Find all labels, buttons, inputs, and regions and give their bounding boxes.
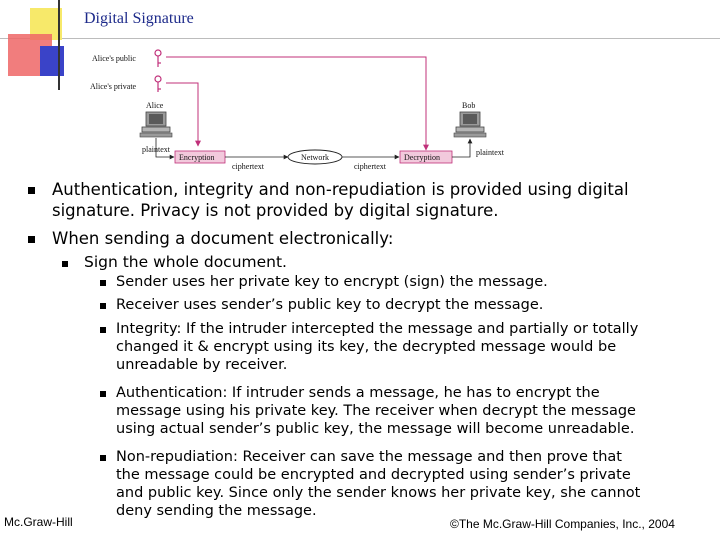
bullet-line: using actual sender’s public key, the me… bbox=[116, 421, 635, 437]
bullet-line: Authentication, integrity and non-repudi… bbox=[52, 180, 629, 199]
bullet-line: Receiver uses sender’s public key to dec… bbox=[116, 297, 544, 313]
public-key-icon bbox=[154, 49, 162, 67]
decorative-blue-square bbox=[40, 46, 64, 76]
bullet-line: deny sending the message. bbox=[116, 503, 317, 519]
sub-bullet-sign-document: Sign the whole document. bbox=[84, 253, 287, 271]
sub-sub-bullet-marker bbox=[100, 327, 106, 333]
sub-sub-bullet-marker bbox=[100, 280, 106, 286]
footer-copyright: ©The Mc.Graw-Hill Companies, Inc., 2004 bbox=[450, 517, 675, 531]
alice-private-key-label: Alice's private bbox=[90, 82, 137, 91]
decorative-vertical-line bbox=[58, 0, 60, 90]
bullet-line: Integrity: If the intruder intercepted t… bbox=[116, 321, 639, 337]
sub-sub-bullet-non-repudiation: Non-repudiation: Receiver can save the m… bbox=[116, 448, 640, 520]
bullet-line: the message could be encrypted and decry… bbox=[116, 467, 631, 483]
bullet-line: Sender uses her private key to encrypt (… bbox=[116, 274, 548, 290]
bullet-sending-document: When sending a document electronically: bbox=[52, 228, 393, 249]
ciphertext-left-label: ciphertext bbox=[232, 162, 265, 171]
slide-title: Digital Signature bbox=[84, 10, 194, 27]
bullet-line: and public key. Since only the sender kn… bbox=[116, 485, 641, 501]
decryption-label: Decryption bbox=[404, 153, 440, 162]
footer-publisher: Mc.Graw-Hill bbox=[4, 515, 73, 529]
bob-computer-icon bbox=[453, 111, 487, 138]
bullet-line: Non-repudiation: Receiver can save the m… bbox=[116, 449, 622, 465]
bullet-line: When sending a document electronically: bbox=[52, 229, 394, 248]
bullet-marker bbox=[28, 236, 35, 243]
sub-bullet-marker bbox=[62, 261, 68, 267]
sub-sub-bullet-marker bbox=[100, 303, 106, 309]
sub-sub-bullet-sender: Sender uses her private key to encrypt (… bbox=[116, 273, 548, 291]
encryption-label: Encryption bbox=[179, 153, 215, 162]
network-label: Network bbox=[301, 153, 329, 162]
alice-computer-icon bbox=[139, 111, 173, 138]
sub-sub-bullet-receiver: Receiver uses sender’s public key to dec… bbox=[116, 296, 543, 314]
sub-sub-bullet-integrity: Integrity: If the intruder intercepted t… bbox=[116, 320, 638, 374]
bullet-marker bbox=[28, 187, 35, 194]
bullet-line: signature. Privacy is not provided by di… bbox=[52, 201, 499, 220]
private-key-icon bbox=[154, 75, 162, 92]
bullet-line: unreadable by receiver. bbox=[116, 357, 288, 373]
sub-sub-bullet-marker bbox=[100, 455, 106, 461]
bullet-line: message using his private key. The recei… bbox=[116, 403, 636, 419]
bullet-line: changed it & encrypt using its key, the … bbox=[116, 339, 617, 355]
sub-sub-bullet-marker bbox=[100, 391, 106, 397]
alice-label: Alice bbox=[146, 101, 164, 110]
bob-label: Bob bbox=[462, 101, 475, 110]
bullet-authentication: Authentication, integrity and non-repudi… bbox=[52, 179, 629, 221]
alice-public-key-label: Alice's public bbox=[92, 54, 136, 63]
plaintext-right-label: plaintext bbox=[476, 148, 505, 157]
title-divider-line bbox=[0, 38, 720, 39]
ciphertext-right-label: ciphertext bbox=[354, 162, 387, 171]
digital-signature-diagram: Alice's public Alice's private Alice pla… bbox=[90, 49, 505, 171]
bullet-line: Authentication: If intruder sends a mess… bbox=[116, 385, 600, 401]
sub-sub-bullet-authentication: Authentication: If intruder sends a mess… bbox=[116, 384, 636, 438]
